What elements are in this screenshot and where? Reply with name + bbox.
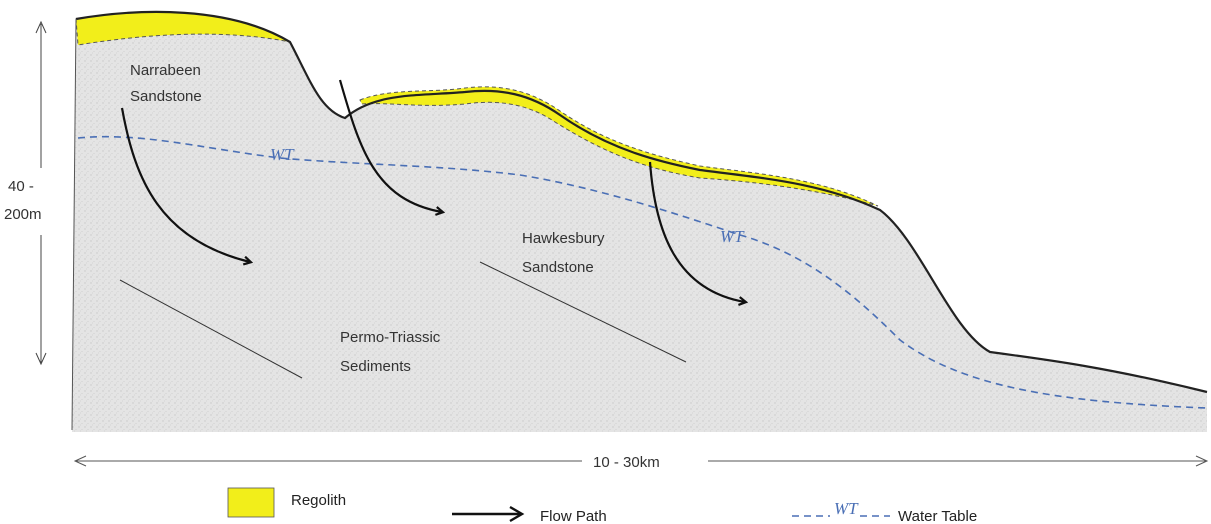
ground-surface-line (75, 10, 1208, 394)
label-wt-2: WT (720, 227, 745, 246)
flow-path-arrow-1 (120, 107, 250, 262)
flow-path-arrow-2 (338, 79, 442, 212)
height-arrowhead-bottom (35, 352, 47, 366)
label-hawkesbury-1: Hawkesbury (522, 230, 605, 247)
legend-flow-path-arrowhead (509, 505, 525, 523)
left-edge-line (71, 18, 77, 431)
width-label: 10 - 30km (593, 454, 660, 471)
legend-regolith-label: Regolith (291, 492, 346, 509)
label-narrabeen-2: Sandstone (130, 88, 202, 105)
width-arrowhead-right (1195, 455, 1209, 467)
label-permo-1: Permo-Triassic (340, 329, 441, 346)
height-arrowhead-top (35, 20, 47, 34)
label-narrabeen-1: Narrabeen (130, 62, 201, 79)
height-label-1: 40 - (8, 178, 34, 195)
width-arrowhead-left (73, 455, 87, 467)
label-permo-2: Sediments (340, 358, 411, 375)
bedding-line-1 (119, 279, 303, 379)
bedding-line-2 (479, 261, 687, 363)
label-wt-1: WT (270, 145, 295, 164)
label-hawkesbury-2: Sandstone (522, 259, 594, 276)
legend-wt-symbol: WT (834, 499, 859, 518)
flow-path-arrow-3 (648, 161, 745, 302)
rock-body (72, 11, 1207, 432)
water-table-line (77, 135, 1208, 409)
legend-regolith-swatch (227, 487, 275, 518)
legend-water-table-label: Water Table (898, 508, 977, 524)
legend-flow-path-label: Flow Path (540, 508, 607, 524)
height-label-2: 200m (4, 206, 42, 223)
